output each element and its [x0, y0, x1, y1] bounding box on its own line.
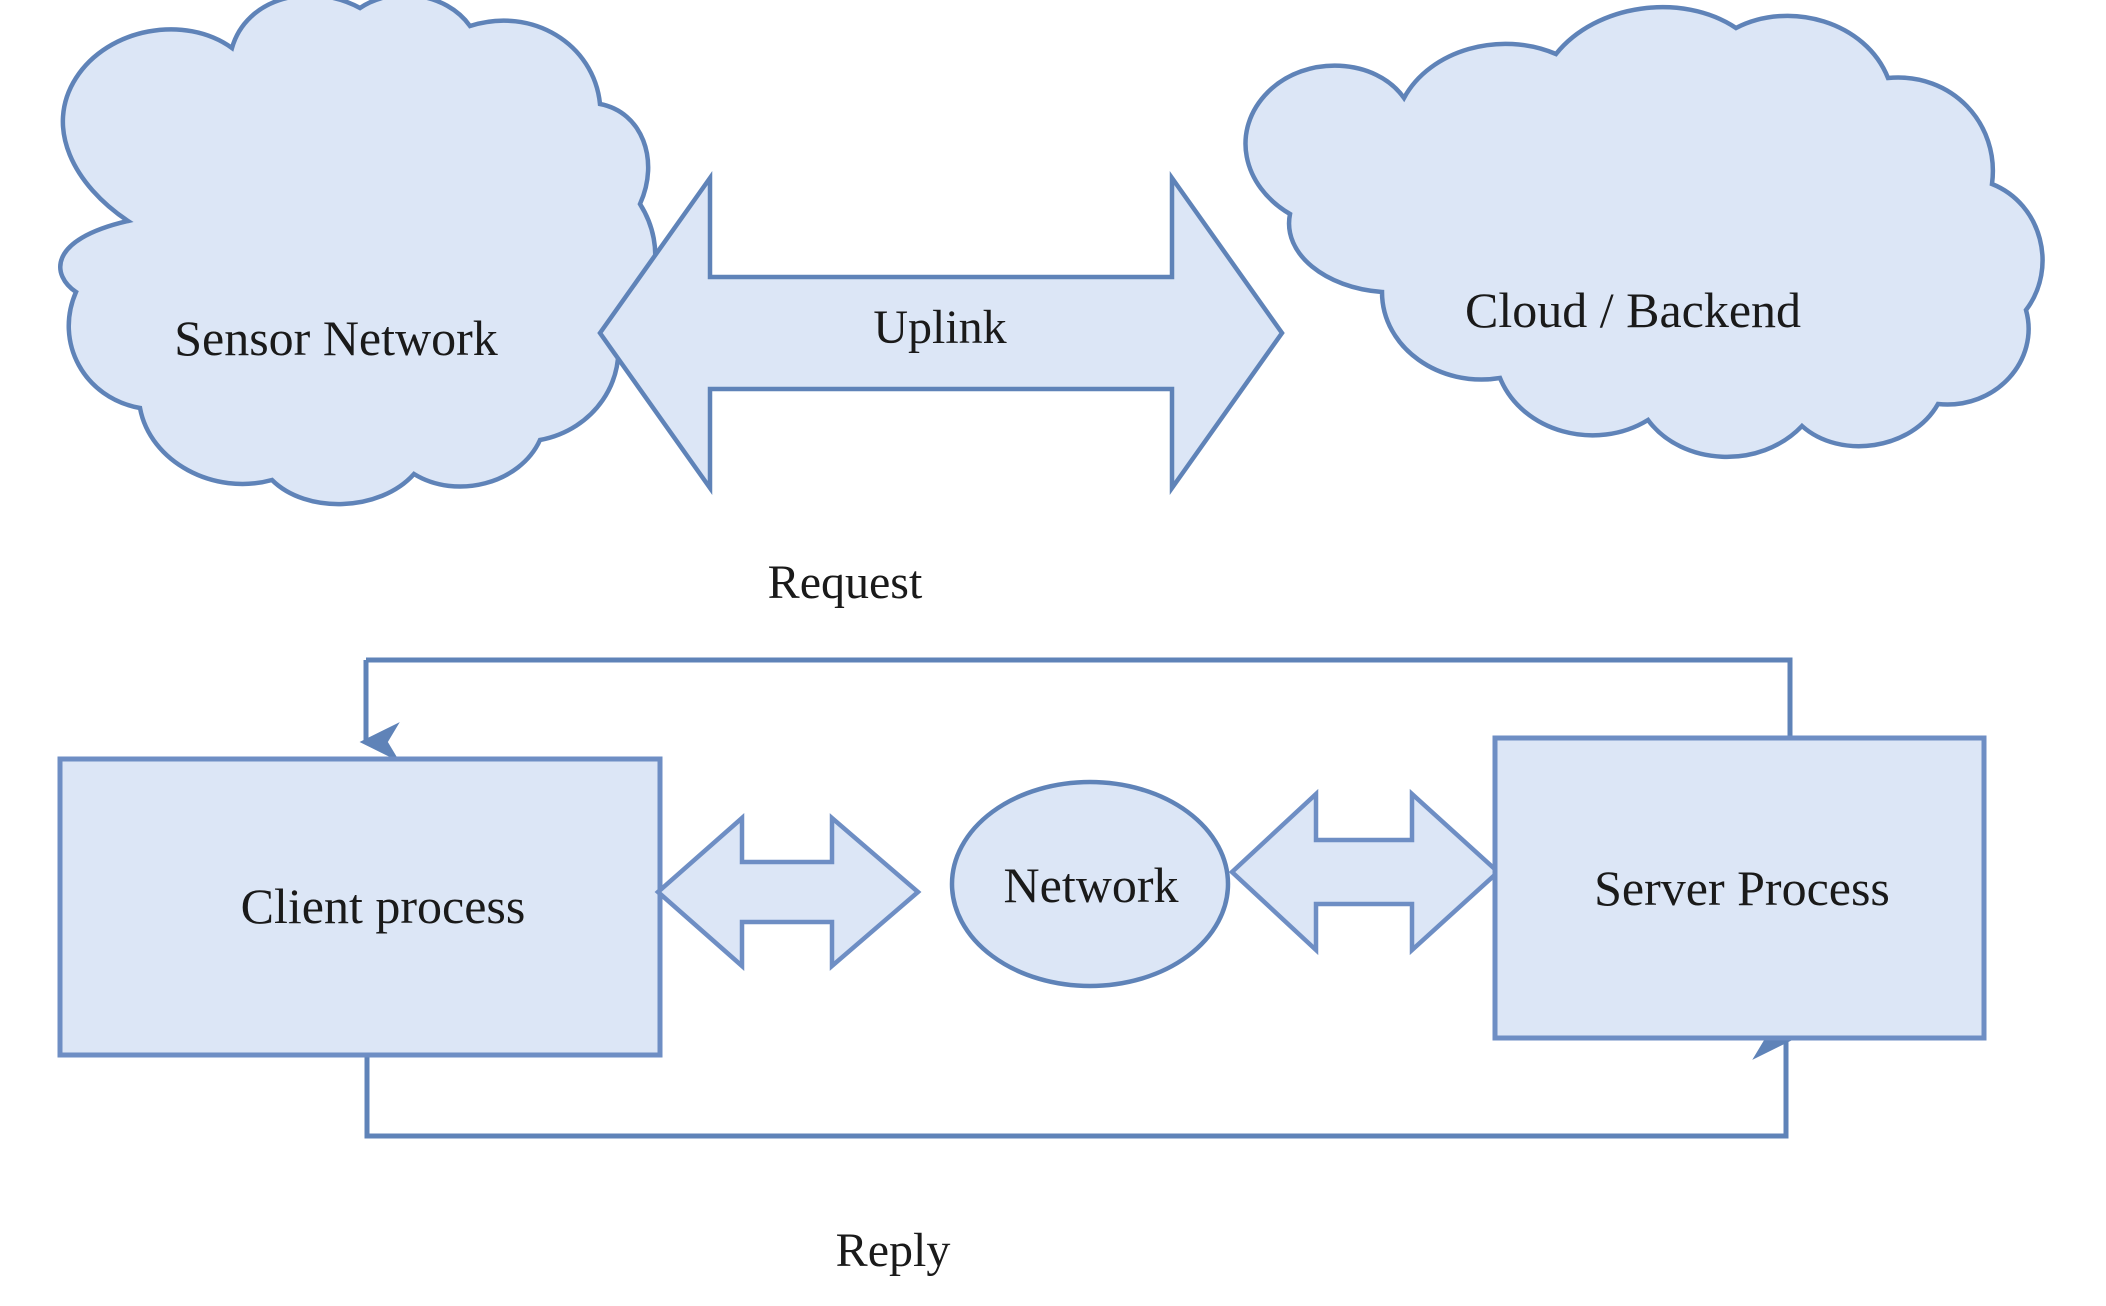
- server-process-box[interactable]: [1492, 735, 1987, 1041]
- sensor-network-cloud[interactable]: [58, 0, 658, 507]
- network-server-double-arrow[interactable]: [1228, 788, 1502, 956]
- client-network-double-arrow[interactable]: [654, 813, 922, 971]
- cloud-backend-cloud[interactable]: [1243, 4, 2045, 460]
- uplink-double-arrow[interactable]: [597, 170, 1285, 496]
- request-connector: [359, 657, 1793, 762]
- reply-connector: [364, 1020, 1793, 1139]
- network-ellipse[interactable]: [949, 779, 1231, 989]
- client-process-box[interactable]: [57, 756, 663, 1058]
